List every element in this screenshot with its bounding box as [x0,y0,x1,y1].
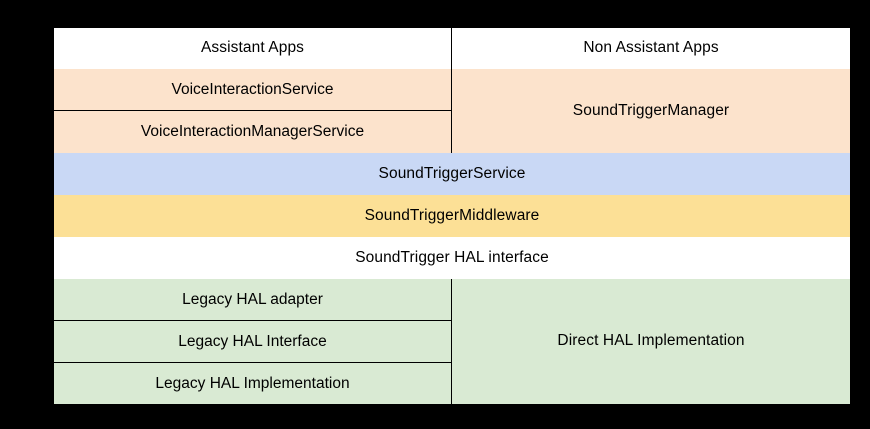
cell-sound-trigger-manager: SoundTriggerManager [452,69,850,153]
legacy-hal-stack: Legacy HAL adapter Legacy HAL Interface … [54,279,452,404]
cell-voice-interaction-manager-service: VoiceInteractionManagerService [54,111,451,153]
cell-sound-trigger-hal-interface: SoundTrigger HAL interface [54,237,850,279]
assistant-app-stack: VoiceInteractionService VoiceInteraction… [54,69,452,153]
table-header-row: Assistant Apps Non Assistant Apps [54,28,850,69]
cell-legacy-hal-implementation: Legacy HAL Implementation [54,363,451,404]
soundtrigger-architecture-table: Assistant Apps Non Assistant Apps VoiceI… [53,27,851,404]
cell-legacy-hal-adapter: Legacy HAL adapter [54,279,451,321]
column-header-non-assistant-apps: Non Assistant Apps [452,28,850,69]
middleware-layer-band: SoundTriggerMiddleware [54,195,850,237]
hal-implementation-band: Legacy HAL adapter Legacy HAL Interface … [54,279,850,404]
cell-sound-trigger-middleware: SoundTriggerMiddleware [54,195,850,237]
cell-voice-interaction-service: VoiceInteractionService [54,69,451,111]
hal-interface-band: SoundTrigger HAL interface [54,237,850,279]
cell-legacy-hal-interface: Legacy HAL Interface [54,321,451,363]
application-layer-band: VoiceInteractionService VoiceInteraction… [54,69,850,153]
cell-sound-trigger-service: SoundTriggerService [54,153,850,195]
service-layer-band: SoundTriggerService [54,153,850,195]
cell-direct-hal-implementation: Direct HAL Implementation [452,279,850,404]
column-header-assistant-apps: Assistant Apps [54,28,452,69]
